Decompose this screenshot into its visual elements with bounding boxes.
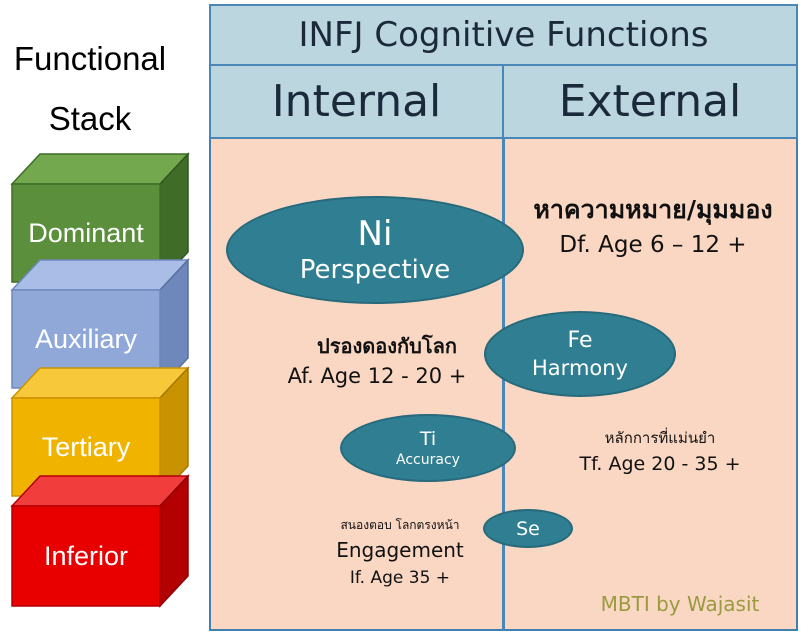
function-name-fe: Harmony	[532, 356, 628, 380]
function-code-ti: Ti	[419, 428, 437, 450]
function-oval-ni: Ni Perspective	[226, 196, 524, 304]
function-name-ni: Perspective	[299, 255, 451, 285]
ni-age-range: Df. Age 6 – 12 +	[559, 232, 747, 258]
stack-block-auxiliary: Auxiliary	[10, 258, 190, 390]
ti-thai-description: หลักการที่แม่นยำ	[604, 429, 716, 447]
function-code-ni: Ni	[357, 214, 393, 254]
column-header-internal: Internal	[209, 64, 504, 139]
stack-label-dominant: Dominant	[28, 217, 144, 248]
function-code-fe: Fe	[567, 328, 593, 353]
function-name-ti: Accuracy	[396, 452, 460, 468]
stack-title-line2: Stack	[48, 100, 132, 137]
function-oval-ti: Ti Accuracy	[340, 414, 516, 482]
function-oval-fe: Fe Harmony	[484, 311, 676, 397]
fe-age-range: Af. Age 12 - 20 +	[287, 364, 467, 388]
stack-label-tertiary: Tertiary	[41, 431, 131, 462]
se-age-range: If. Age 35 +	[349, 568, 451, 588]
se-thai-description: สนองตอบ โลกตรงหน้า	[340, 518, 460, 532]
ni-thai-description: หาความหมาย/มุมมอง	[533, 195, 773, 224]
credit-text: MBTI by Wajasit	[600, 592, 760, 616]
stack-label-inferior: Inferior	[43, 540, 129, 571]
stack-label-auxiliary: Auxiliary	[34, 323, 138, 354]
stack-title-line1: Functional	[13, 40, 167, 77]
function-oval-se: Se	[483, 509, 573, 548]
cube-shape	[10, 474, 190, 608]
ti-age-range: Tf. Age 20 - 35 +	[579, 453, 741, 475]
panel-title: INFJ Cognitive Functions	[209, 4, 798, 66]
function-code-se: Se	[516, 517, 540, 540]
column-divider	[502, 139, 505, 631]
column-header-external: External	[502, 64, 798, 139]
se-name: Engagement	[336, 538, 464, 562]
fe-thai-description: ปรองดองกับโลก	[317, 334, 457, 358]
stack-block-inferior: Inferior	[10, 474, 190, 608]
